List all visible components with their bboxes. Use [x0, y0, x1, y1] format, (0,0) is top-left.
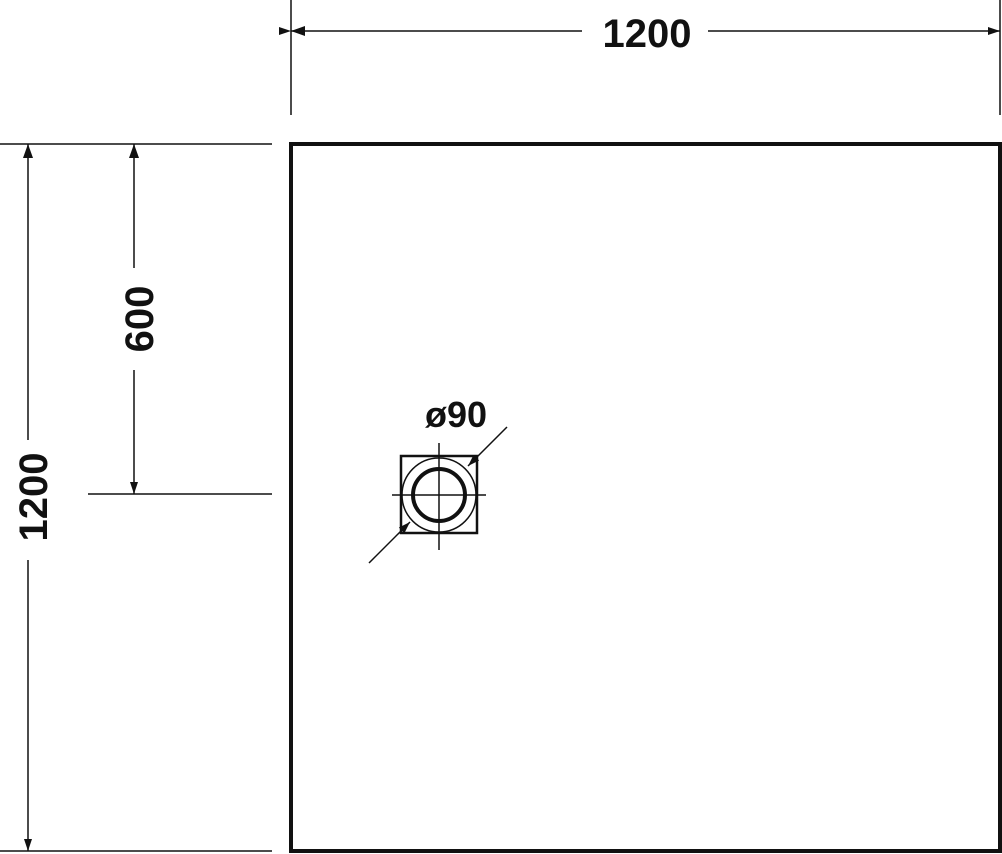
- tray-outline: [289, 142, 1002, 853]
- drain-offset-label: 600: [118, 286, 162, 353]
- arrowhead-width-left: [291, 26, 305, 36]
- arrowhead-offset-top: [129, 144, 139, 158]
- arrowhead-height-top: [23, 144, 33, 158]
- height-dimension-label: 1200: [12, 453, 56, 542]
- drain-symbol: [368, 426, 508, 564]
- width-dimension-label: 1200: [603, 12, 692, 56]
- drain-diameter-label: ø90: [425, 394, 487, 435]
